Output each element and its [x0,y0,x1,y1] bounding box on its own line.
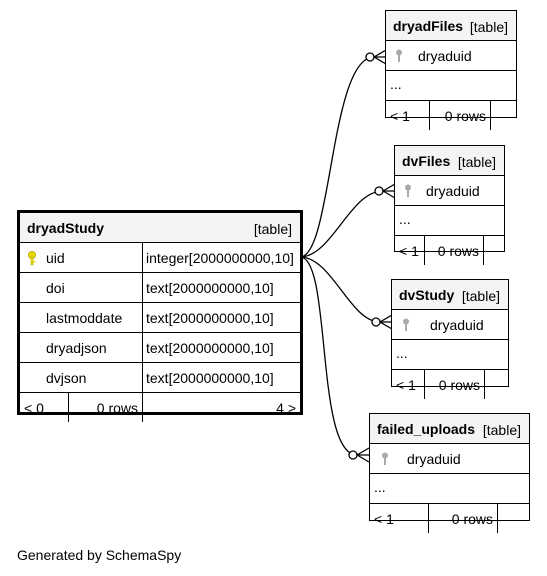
table-row[interactable]: dvjson text[2000000000,10] [20,363,300,393]
ellipsis: ... [390,76,402,92]
foreign-key-icon [382,452,388,465]
row-count: 0 rows [437,243,479,259]
table-failed-uploads[interactable]: failed_uploads [table] dryaduid ... < 1 … [369,413,530,533]
edge-dryadfiles [299,56,375,258]
ellipsis: ... [399,211,411,227]
optional-marker [374,186,384,196]
table-row[interactable]: lastmoddate text[2000000000,10] [20,303,300,333]
table-row[interactable]: dryadjson text[2000000000,10] [20,333,300,363]
primary-key-icon [28,251,36,266]
more-columns: ... [386,71,516,101]
column-type: text[2000000000,10] [146,370,274,386]
column-type: text[2000000000,10] [146,310,274,326]
row-count: 0 rows [96,400,138,416]
column-name: lastmoddate [46,310,123,326]
table-header: failed_uploads [table] [370,414,529,444]
table-row[interactable]: uid integer[2000000000,10] [20,243,300,273]
table-kind: [table] [469,19,508,35]
table-name: dryadFiles [393,18,464,34]
edge-dvfiles [299,190,384,258]
parents-count: < 1 [390,108,410,124]
parents-count: < 1 [399,243,419,259]
children-count: 4 > [276,400,296,416]
table-kind: [table] [457,154,496,170]
column-name: dvjson [46,370,87,386]
column-type: integer[2000000000,10] [146,250,294,266]
table-dvfiles[interactable]: dvFiles [table] dryaduid ... < 1 0 rows [394,145,505,265]
column-name: doi [46,280,65,296]
footer-text: Generated by SchemaSpy [17,547,182,563]
table-kind: [table] [482,422,521,438]
table-row[interactable]: doi text[2000000000,10] [20,273,300,303]
table-header: dvStudy [table] [392,280,508,310]
table-kind: [table] [253,221,292,237]
table-row[interactable]: dryaduid [386,41,516,71]
table-counts-row: < 1 0 rows [386,101,516,130]
ellipsis: ... [396,345,408,361]
table-counts-row: < 1 0 rows [395,236,504,265]
more-columns: ... [370,474,529,504]
column-name: dryadjson [46,340,107,356]
row-count: 0 rows [438,377,480,393]
table-header: dryadFiles [table] [386,11,516,41]
table-header: dryadStudy [table] [20,213,300,243]
table-row[interactable]: dryaduid [392,310,508,340]
table-kind: [table] [461,288,500,304]
table-name: dvFiles [402,153,451,169]
table-dvstudy[interactable]: dvStudy [table] dryaduid ... < 1 0 rows [391,279,509,399]
table-counts-row: < 1 0 rows [392,370,508,399]
row-count: 0 rows [451,511,493,527]
foreign-key-icon [396,49,402,62]
table-dryadstudy[interactable]: dryadStudy [table] uid integer[200000000… [17,210,303,422]
column-name: dryaduid [418,48,472,64]
table-name: dryadStudy [27,220,105,236]
optional-marker [371,317,381,327]
parents-count: < 1 [396,377,416,393]
more-columns: ... [392,340,508,370]
table-row[interactable]: dryaduid [395,176,504,206]
more-columns: ... [395,206,504,236]
foreign-key-icon [405,184,411,197]
table-counts-row: < 0 0 rows 4 > [20,393,300,422]
table-name: failed_uploads [377,421,476,437]
edge-dvstudy [299,256,381,323]
table-name: dvStudy [399,287,455,303]
column-name: dryaduid [407,451,461,467]
column-name: dryaduid [426,183,480,199]
table-row[interactable]: dryaduid [370,444,529,474]
table-dryadfiles[interactable]: dryadFiles [table] dryaduid ... < 1 0 ro… [385,10,517,130]
parents-count: < 0 [24,400,44,416]
table-counts-row: < 1 0 rows [370,504,529,533]
column-name: uid [46,250,65,266]
foreign-key-icon [403,318,409,331]
table-header: dvFiles [table] [395,146,504,176]
optional-marker [348,450,358,460]
column-type: text[2000000000,10] [146,280,274,296]
column-name: dryaduid [430,317,484,333]
row-count: 0 rows [444,108,486,124]
column-type: text[2000000000,10] [146,340,274,356]
parents-count: < 1 [374,511,394,527]
ellipsis: ... [374,479,386,495]
edge-failed-uploads [299,256,358,456]
optional-marker [365,52,375,62]
